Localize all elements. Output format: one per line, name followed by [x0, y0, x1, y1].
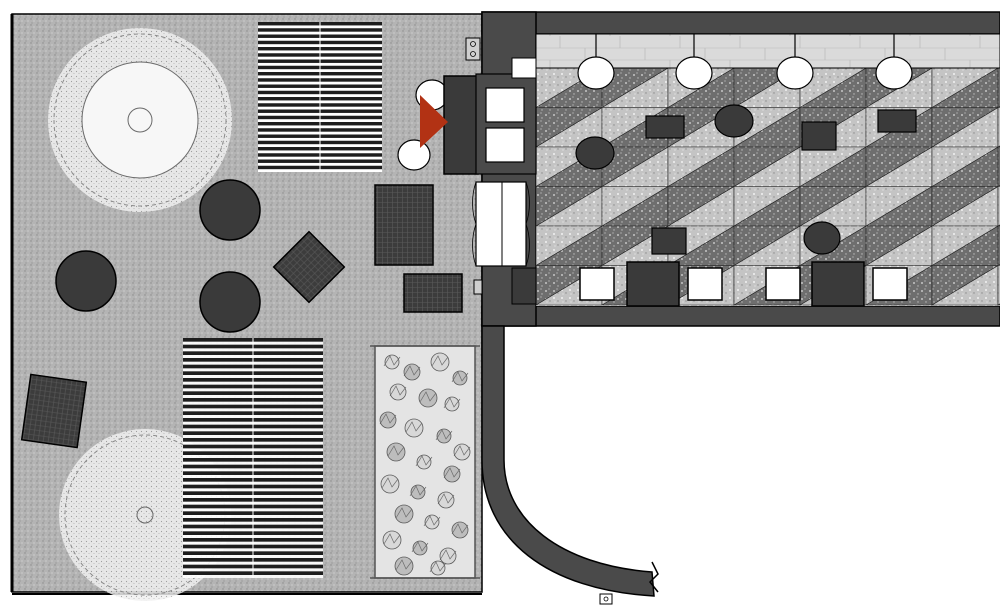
building-wall-top	[481, 11, 1000, 35]
square-table-icon	[651, 227, 687, 255]
wall-niche	[511, 267, 537, 305]
window-bench	[626, 261, 680, 307]
window-seat	[579, 267, 615, 301]
building-wall-bottom	[481, 305, 1000, 327]
round-table-icon	[199, 179, 261, 241]
curved-wall-break	[648, 561, 659, 593]
planter-box-icon	[370, 345, 480, 579]
wall-socket	[599, 593, 613, 605]
wood-counter-strip	[535, 33, 1000, 69]
slatted-bench-icon	[258, 22, 382, 172]
pendant-lamp-icon	[577, 34, 913, 90]
door-swing-icon	[472, 181, 530, 267]
round-table-icon	[575, 136, 615, 170]
round-table-icon	[199, 271, 261, 333]
entry-counter	[443, 75, 479, 175]
square-table-icon	[403, 273, 463, 313]
square-table-icon	[877, 109, 917, 133]
window-bench	[811, 261, 865, 307]
square-table-icon	[20, 373, 88, 449]
square-table-icon	[272, 230, 346, 304]
window-seat	[765, 267, 801, 301]
vestibule-opening	[511, 57, 537, 79]
slatted-bench-icon	[183, 338, 323, 578]
square-table-icon	[645, 115, 685, 139]
wall-socket	[465, 37, 481, 61]
building	[465, 11, 1000, 605]
vestibule-bench	[485, 127, 525, 163]
square-table-icon	[801, 121, 837, 151]
entrance-area	[397, 75, 479, 175]
window-seat	[872, 267, 908, 301]
round-table-icon	[714, 104, 754, 138]
window-seat	[687, 267, 723, 301]
round-table-icon	[55, 250, 117, 312]
curved-wall	[481, 325, 655, 597]
square-table-icon	[374, 184, 434, 266]
round-table-icon	[803, 221, 841, 255]
entrance-marker-icon	[420, 95, 448, 148]
wall-socket	[473, 279, 483, 295]
tree-canopy-icon	[48, 28, 232, 212]
vestibule-bench	[485, 87, 525, 123]
entry-stool	[397, 139, 431, 171]
